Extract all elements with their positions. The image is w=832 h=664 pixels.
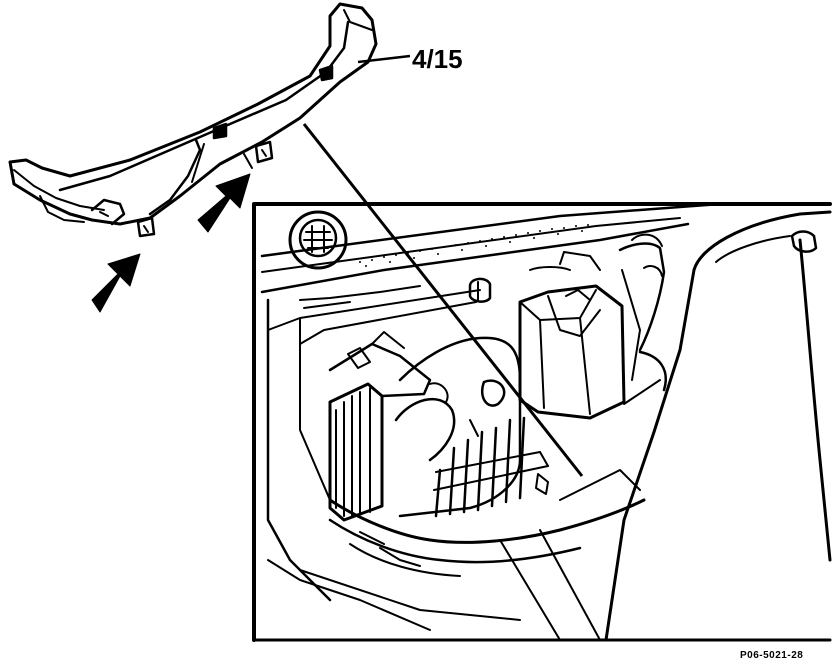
- clip-slot: [318, 64, 334, 82]
- leader-line: [357, 54, 411, 64]
- detail-inset: [252, 202, 832, 642]
- pointer-line: [302, 123, 584, 477]
- component-left: [328, 331, 432, 522]
- clip-slot: [212, 122, 228, 140]
- stipple-strip: [359, 224, 589, 267]
- reservoir: [604, 210, 832, 642]
- wiring-right: [618, 233, 667, 405]
- round-cap: [288, 210, 348, 270]
- arrow-icon: [197, 173, 251, 233]
- retaining-tab: [136, 216, 156, 238]
- figure-code: P06-5021-28: [740, 650, 803, 661]
- retaining-tab: [254, 140, 274, 164]
- connector: [468, 277, 492, 303]
- center-unit: [394, 336, 549, 518]
- inset-frame: [252, 202, 832, 642]
- callout-label: 4/15: [412, 44, 463, 74]
- arrow-icon: [91, 253, 141, 313]
- fuse-box: [518, 284, 626, 420]
- lower-tray: [328, 469, 646, 577]
- cover-panel: [8, 2, 378, 238]
